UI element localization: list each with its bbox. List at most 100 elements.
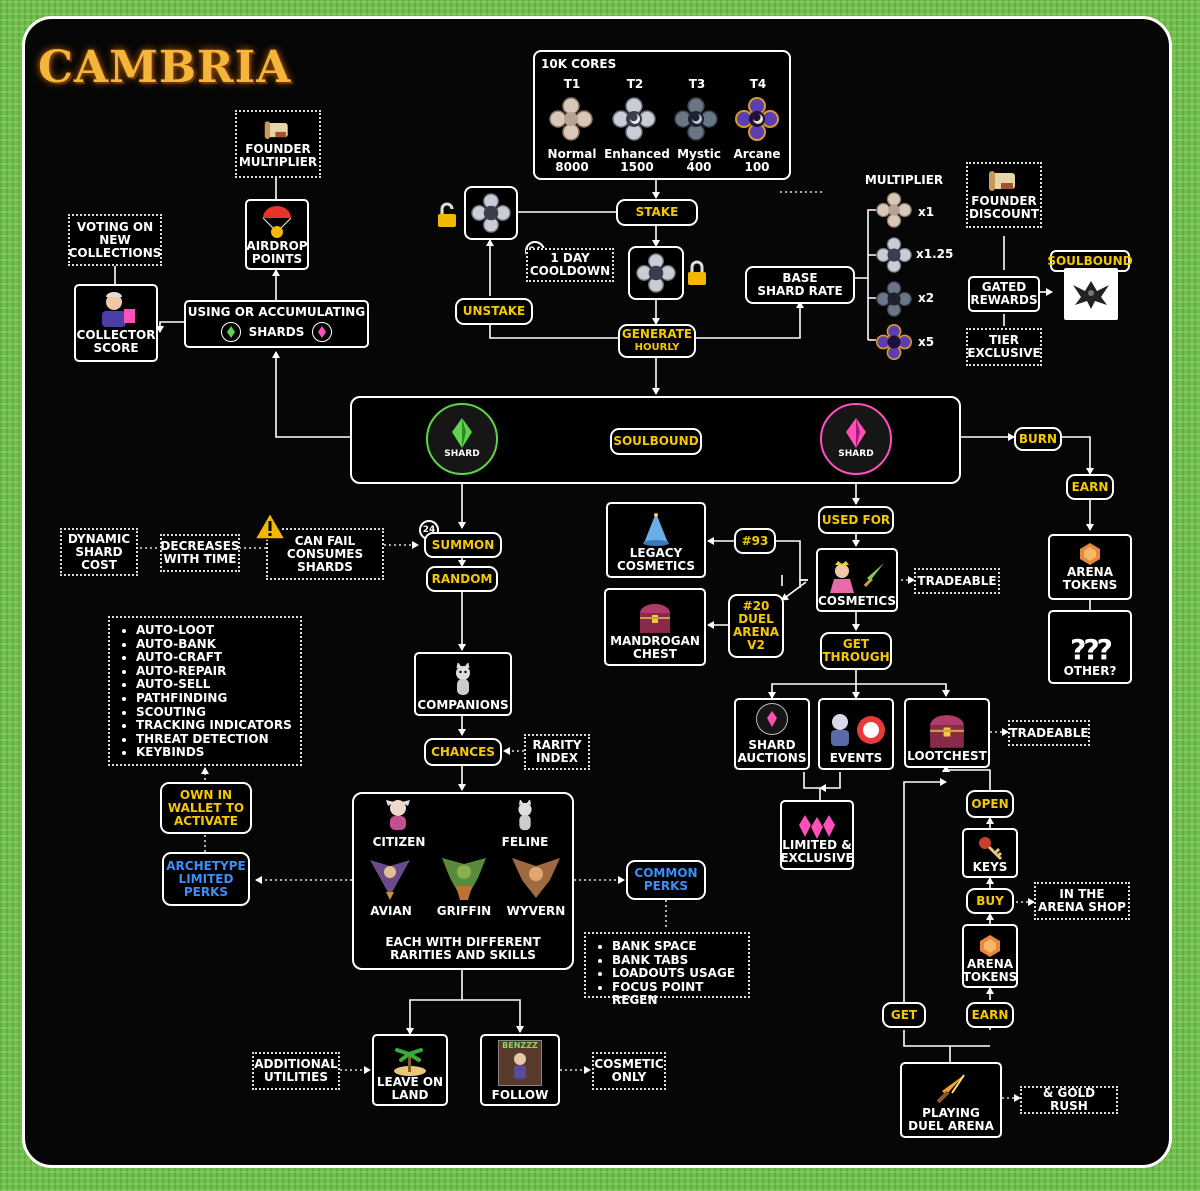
scroll-icon: [989, 171, 1015, 191]
arena-tokens-burn: ARENA TOKENS: [1048, 534, 1132, 600]
event-character-icon: [831, 714, 849, 746]
shard-auctions-label: SHARD AUCTIONS: [737, 738, 807, 765]
feline-icon: [518, 800, 532, 831]
lock-icon: [688, 260, 706, 285]
lootchest-icon: [930, 715, 964, 748]
fire-sword-icon: [936, 1074, 965, 1104]
founder-discount: FOUNDER DISCOUNT: [966, 162, 1042, 228]
dynamic-shard-cost: DYNAMIC SHARD COST: [60, 528, 138, 576]
pink-shard: SHARD: [820, 403, 892, 475]
multiplier-x1: x1: [918, 205, 935, 219]
keys-label: KEYS: [972, 860, 1008, 874]
used-for-label: USED FOR: [818, 506, 894, 534]
soulbound-label: SOULBOUND: [610, 428, 702, 455]
burn-button[interactable]: BURN: [1014, 427, 1062, 451]
perk-item: AUTO-SELL: [136, 678, 292, 692]
common-perks-list: BANK SPACE BANK TABS LOADOUTS USAGE FOCU…: [584, 932, 750, 1007]
keys-box: KEYS: [962, 828, 1018, 878]
archetype-limited-perks: ARCHETYPE LIMITED PERKS: [162, 852, 250, 906]
core-mystic-icon: [674, 97, 718, 141]
cambria-logo: CAMBRIA: [38, 42, 292, 93]
staked-core-box: [628, 246, 684, 300]
using-label: USING or ACCUMULATING: [187, 305, 366, 319]
generate-label: GENERATE: [621, 327, 693, 341]
archetype-perks-list: AUTO-LOOT AUTO-BANK AUTO-CRAFT AUTO-REPA…: [108, 616, 302, 766]
tier-t1: T1: [563, 77, 581, 91]
decreases-with-time: DECREASES WITH TIME: [160, 534, 240, 572]
own-in-wallet: OWN IN WALLET TO ACTIVATE: [160, 782, 252, 834]
core-normal-icon: [876, 192, 912, 228]
voting-new-collections: VOTING ON NEW COLLECTIONS: [68, 214, 162, 266]
common-perks: COMMON PERKS: [626, 860, 706, 900]
green-shard: SHARD: [426, 403, 498, 475]
green-shard-icon: [220, 322, 241, 342]
cores-title: 10K CORES: [541, 57, 617, 71]
perk-item: AUTO-REPAIR: [136, 664, 292, 679]
follow-label: FOLLOW: [491, 1088, 549, 1102]
mandrogan-chest: MANDROGAN CHEST: [604, 588, 706, 666]
cat-companion-icon: [456, 663, 470, 695]
shard-auctions: SHARD AUCTIONS: [734, 698, 810, 770]
common-perk-item: FOCUS POINT REGEN: [612, 980, 740, 1008]
cosmetics-tradeable: TRADEABLE: [914, 568, 1000, 594]
green-shard-icon: [452, 417, 472, 448]
companions-box: COMPANIONS: [414, 652, 512, 716]
limited-exclusive: LIMITED & EXCLUSIVE: [780, 800, 854, 870]
can-fail-label: CAN FAIL CONSUMES SHARDS: [286, 533, 364, 574]
gold-rush: & GOLD RUSH: [1020, 1086, 1118, 1114]
perk-item: PATHFINDING: [136, 691, 292, 706]
unstake-button[interactable]: UNSTAKE: [455, 298, 533, 325]
events-label: EVENTS: [829, 751, 883, 765]
key-icon: [979, 837, 1003, 861]
pink-shard-icon: [312, 322, 333, 342]
follow-box: BENZZZ FOLLOW: [480, 1034, 560, 1106]
airdrop-points-label: AIRDROP POINTS: [246, 238, 308, 266]
rarity-index: RARITY INDEX: [524, 734, 590, 770]
archetypes-footer: EACH WITH DIFFERENT RARITIES AND SKILLS: [385, 935, 541, 962]
events-box: EVENTS: [818, 698, 894, 770]
arena-tokens-burn-label: ARENA TOKENS: [1062, 565, 1118, 592]
tier-enhanced-count: 1500: [620, 160, 654, 174]
scroll-icon: [264, 121, 288, 139]
tier-t3: T3: [688, 77, 706, 91]
base-shard-rate: BASE SHARD RATE: [745, 266, 855, 304]
perk-item: KEYBINDS: [136, 746, 292, 760]
lootchest-tradeable: TRADEABLE: [1008, 720, 1090, 746]
tier-mystic-name: Mystic: [677, 147, 721, 161]
get-through-label: GET THROUGH: [820, 632, 892, 670]
auction-shard-icon: [756, 703, 788, 735]
collector-score: COLLECTOR SCORE: [74, 284, 158, 362]
feline-label: FELINE: [501, 835, 549, 849]
core-enhanced-icon: [471, 193, 511, 233]
limited-exclusive-label: LIMITED & EXCLUSIVE: [780, 838, 854, 865]
avian-icon: [370, 860, 410, 900]
core-enhanced-icon: [636, 253, 676, 293]
airdrop-points: AIRDROP POINTS: [245, 199, 309, 270]
earn-label: EARN: [966, 1002, 1014, 1028]
citizen-icon: [386, 800, 410, 830]
citizen-label: CITIZEN: [372, 835, 426, 849]
avian-label: AVIAN: [370, 904, 412, 918]
other-label: OTHER?: [1063, 664, 1117, 678]
buy-label[interactable]: BUY: [966, 888, 1014, 914]
mandrogan-chest-label: MANDROGAN CHEST: [610, 634, 700, 661]
pink-shard-label: SHARD: [838, 448, 874, 459]
lootchest-box: LOOTCHEST: [904, 698, 990, 768]
unlock-icon: [438, 202, 456, 227]
legacy-cosmetics-label: LEGACY COSMETICS: [616, 546, 696, 573]
collector-score-label: COLLECTOR SCORE: [76, 328, 156, 355]
hourly-label: HOURLY: [634, 342, 680, 353]
founder-discount-label: FOUNDER DISCOUNT: [968, 194, 1040, 221]
summon-button[interactable]: SUMMON: [424, 532, 502, 558]
stake-button[interactable]: STAKE: [616, 199, 698, 226]
core-normal-icon: [549, 97, 593, 141]
collector-avatar-icon: [102, 292, 135, 327]
perk-item: AUTO-LOOT: [136, 623, 292, 638]
dragon-icon: [1073, 281, 1109, 309]
arena-tokens-earn-label: ARENA TOKENS: [962, 957, 1018, 984]
generate-hourly[interactable]: GENERATE HOURLY: [618, 324, 696, 358]
core-enhanced-icon: [876, 237, 912, 273]
leave-on-land: LEAVE ON LAND: [372, 1034, 448, 1106]
founder-multiplier: FOUNDER MULTIPLIER: [235, 110, 321, 178]
open-label[interactable]: OPEN: [966, 790, 1014, 818]
